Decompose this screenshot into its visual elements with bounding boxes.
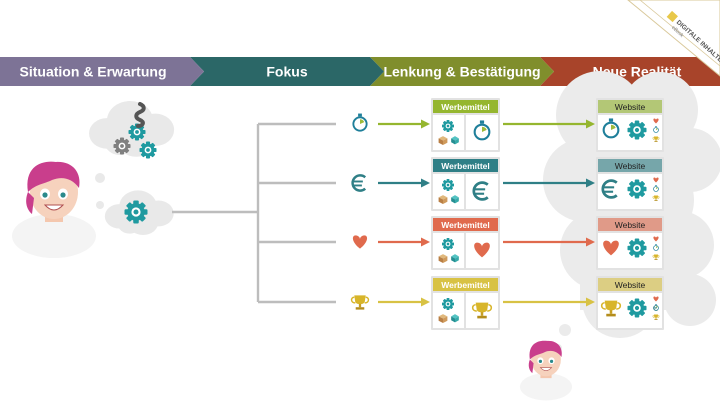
euro-icon [351, 174, 367, 192]
phase-1: Situation & Erwartung [0, 57, 204, 86]
website-card-label: Website [615, 161, 646, 171]
gear-icon [627, 238, 647, 258]
thought-bubble-dot [95, 173, 105, 183]
ad-card-label: Werbemittel [441, 102, 490, 112]
person-avatar [11, 161, 97, 259]
ad-card: Werbemittel [431, 98, 500, 152]
gear-icon [442, 238, 454, 250]
connector-tree [172, 122, 336, 304]
trophy-icon [350, 294, 370, 311]
website-card-label: Website [615, 280, 646, 290]
ebook-logo: DIGITALE INHALTE eBook [627, 0, 720, 77]
ad-card: Werbemittel [431, 157, 500, 211]
channel-row: Werbemittel Website [351, 157, 664, 211]
channel-row: Werbemittel Website [350, 276, 664, 330]
ad-card: Werbemittel [431, 276, 500, 330]
phase-label: Lenkung & Bestätigung [383, 64, 540, 80]
logo-mark-icon [666, 10, 678, 23]
heart-icon [352, 235, 368, 249]
arrow-head [421, 178, 430, 188]
website-card-label: Website [615, 102, 646, 112]
gear-icon [442, 179, 454, 191]
smoke-icon [134, 102, 146, 128]
gear-icon [442, 120, 454, 132]
arrow-head [421, 119, 430, 129]
gear-icon [442, 298, 454, 310]
person-avatar-small [519, 340, 573, 401]
channel-row: Werbemittel Website [352, 98, 664, 152]
website-card: Website [596, 98, 664, 152]
ad-card-label: Werbemittel [441, 280, 490, 290]
ad-card-label: Werbemittel [441, 220, 490, 230]
channel-row: Werbemittel Website [352, 216, 664, 270]
phase-2: Fokus [190, 57, 384, 86]
thought-bubble-dot [96, 201, 104, 209]
gear-icon [627, 120, 647, 140]
website-card-label: Website [615, 220, 646, 230]
phase-4: Neue Realität [540, 57, 720, 86]
gear-icon [124, 200, 148, 224]
website-card: Website [596, 157, 664, 211]
thought-bubble-dot [559, 324, 571, 336]
arrow-head [586, 178, 595, 188]
gear-icon [627, 179, 647, 199]
ad-card-label: Werbemittel [441, 161, 490, 171]
ad-card: Werbemittel [431, 216, 500, 270]
phase-3: Lenkung & Bestätigung [370, 57, 554, 86]
phase-label: Situation & Erwartung [20, 64, 167, 80]
arrow-head [421, 237, 430, 247]
phase-label: Fokus [266, 64, 307, 80]
arrow-head [586, 297, 595, 307]
arrow-head [586, 237, 595, 247]
confused-gears [113, 102, 157, 159]
website-card: Website [596, 216, 664, 270]
arrow-head [586, 119, 595, 129]
arrow-head [421, 297, 430, 307]
stopwatch-icon [352, 112, 368, 132]
gear-icon [627, 298, 647, 318]
website-card: Website [596, 276, 664, 330]
